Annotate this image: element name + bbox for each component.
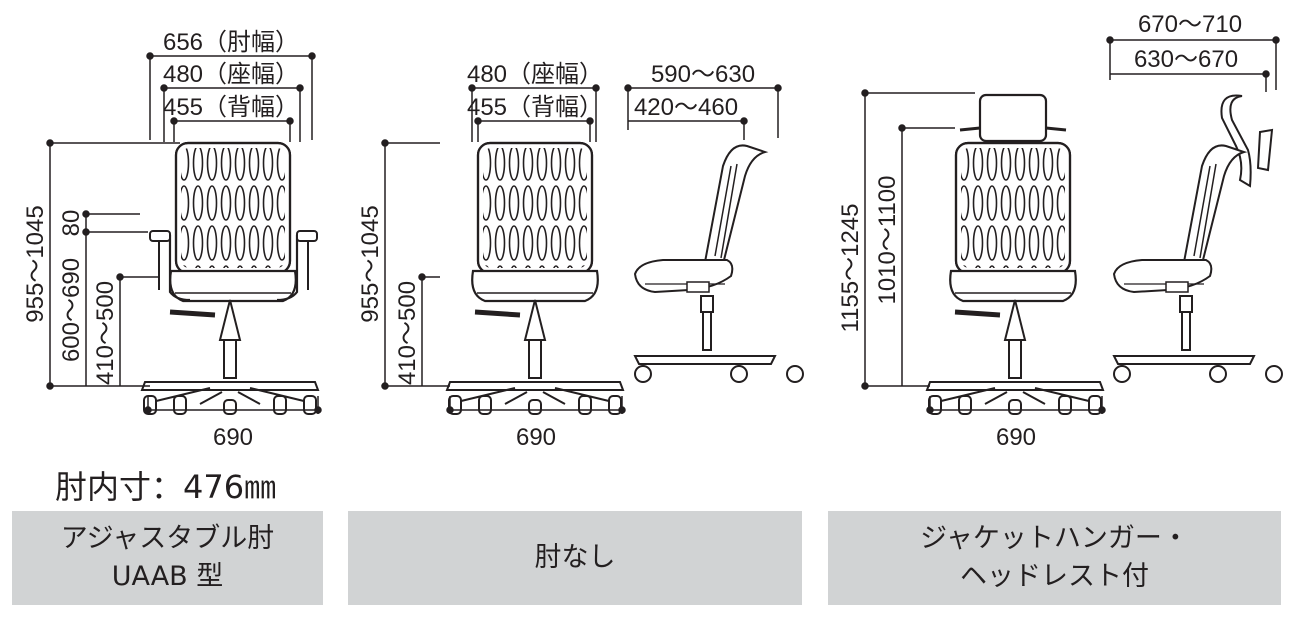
dim-back-width: 455（背幅） <box>163 94 299 121</box>
dim-depth-inner-noarm: 420〜460 <box>634 94 738 121</box>
chair-front-headrest <box>926 93 1104 415</box>
dim-total-height-headrest: 1155〜1245 <box>837 204 864 333</box>
dim-seat-height: 410〜500 <box>92 281 119 385</box>
arm-inner-dimension: 肘内寸：476㎜ <box>55 468 277 506</box>
dim-seat-height-noarm: 410〜500 <box>394 281 421 385</box>
dim-arm-width: 656（肘幅） <box>163 29 299 56</box>
chair-side-no-arm <box>634 144 804 383</box>
dim-depth-inner-headrest: 630〜670 <box>1134 46 1238 73</box>
dim-back-height-headrest: 1010〜1100 <box>874 176 901 305</box>
dim-depth-outer-headrest: 670〜710 <box>1138 11 1242 38</box>
dim-arm-adjust: 80 <box>58 210 85 237</box>
dim-base-width-headrest: 690 <box>996 424 1036 451</box>
dimensions-headrest <box>861 36 1280 414</box>
chair-front-no-arm <box>446 141 624 415</box>
chair-front-adjustable-arm <box>141 141 319 415</box>
dim-depth-outer-noarm: 590〜630 <box>651 61 755 88</box>
dim-base-width: 690 <box>213 424 253 451</box>
label-jacket-hanger: ジャケットハンガー・ ヘッドレスト付 <box>828 511 1281 605</box>
label-adjustable-arm-line1: アジャスタブル肘 <box>60 523 275 554</box>
dim-seat-width: 480（座幅） <box>163 61 299 88</box>
dim-base-width-noarm: 690 <box>516 424 556 451</box>
dim-arm-height: 600〜690 <box>58 258 85 362</box>
dimensions-no-arm <box>381 84 782 414</box>
label-adjustable-arm: アジャスタブル肘 UAAB 型 <box>12 511 323 605</box>
label-jacket-hanger-line1: ジャケットハンガー・ <box>920 523 1189 554</box>
label-jacket-hanger-line2: ヘッドレスト付 <box>960 561 1149 592</box>
chair-side-headrest <box>1113 94 1283 383</box>
dim-total-height-noarm: 955〜1045 <box>357 205 384 322</box>
label-no-arm: 肘なし <box>348 511 802 605</box>
dim-back-width-noarm: 455（背幅） <box>467 94 603 121</box>
dim-total-height: 955〜1045 <box>22 205 49 322</box>
dim-seat-width-noarm: 480（座幅） <box>467 61 603 88</box>
label-no-arm-text: 肘なし <box>534 542 616 573</box>
label-adjustable-arm-line2: UAAB 型 <box>111 561 224 592</box>
dimensions-adjustable-arm <box>46 52 322 414</box>
